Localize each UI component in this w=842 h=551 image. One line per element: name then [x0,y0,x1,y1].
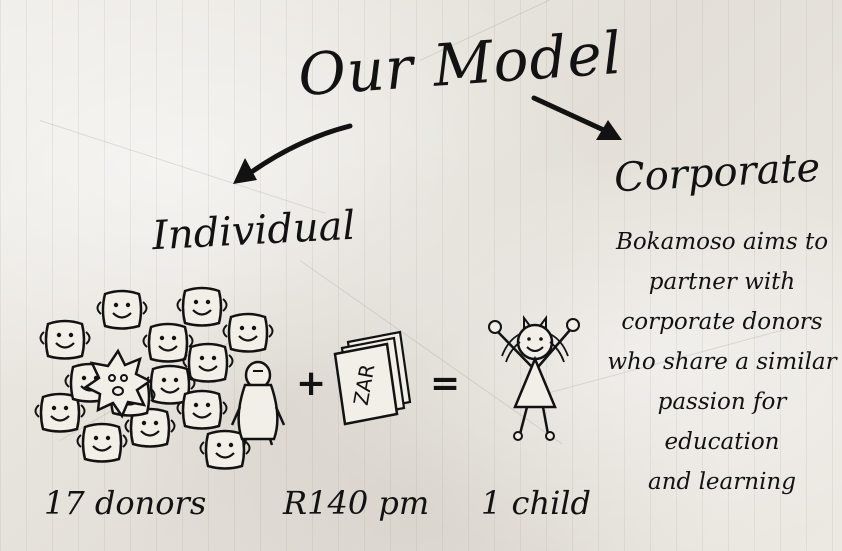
donor-face-icon [76,422,128,463]
donor-crowd-illustration [34,286,286,470]
corporate-description-line: Bokamoso aims to [615,229,829,255]
donor-face-icon [222,312,274,353]
penguin-icon [230,360,286,446]
equals-sign: = [430,363,461,404]
corporate-description: Bokamoso aims to partner with corporate … [604,222,840,502]
corporate-description-line: partner with [648,269,796,295]
amount-caption: R140 pm [283,484,430,522]
sun-face-icon [83,348,153,419]
corporate-description-line: who share a similar [607,349,837,375]
individual-heading: Individual [150,202,357,260]
corporate-description-line: and learning [648,469,796,495]
donor-face-icon [176,286,228,327]
corporate-description-line: passion for education [657,389,787,455]
donor-face-icon [182,342,234,383]
corporate-description-line: corporate donors [621,309,823,335]
plus-sign: + [296,363,327,404]
corporate-heading: Corporate [612,144,822,202]
donor-face-icon [176,389,228,430]
arrow-right-icon [531,95,622,140]
donor-face-icon [39,319,91,360]
child-caption: 1 child [481,484,592,522]
child-figure-icon [488,315,580,441]
donor-face-icon [96,289,148,330]
arrow-left-icon [233,123,353,184]
donors-caption: 17 donors [44,484,207,522]
money-notes-icon: ZAR [333,330,412,426]
